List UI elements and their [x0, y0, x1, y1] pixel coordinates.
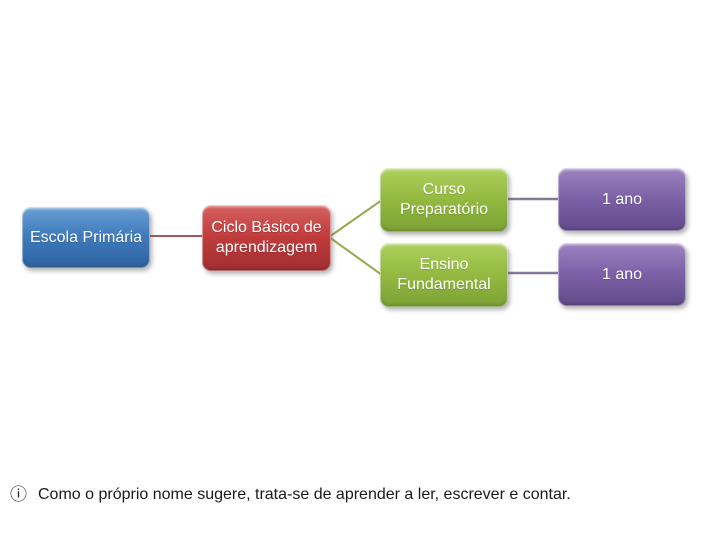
connector-ciclo-ensino: [328, 236, 383, 276]
node-curso-duracao: 1 ano: [558, 168, 686, 231]
note-text-block: ⓘ Como o próprio nome sugere, trata-se d…: [10, 483, 571, 507]
node-ensino-fundamental: Ensino Fundamental: [380, 243, 508, 307]
node-label: Escola Primária: [29, 228, 143, 246]
note-text: Como o próprio nome sugere, trata-se de …: [38, 486, 571, 503]
node-label: 1 ano: [601, 265, 643, 283]
node-escola-primaria: Escola Primária: [22, 207, 150, 268]
node-label: Curso Preparatório: [399, 181, 489, 218]
connector-ciclo-curso: [328, 199, 383, 238]
node-ensino-duracao: 1 ano: [558, 243, 686, 306]
node-label: Ciclo Básico de aprendizagem: [211, 219, 322, 256]
node-label: Ensino Fundamental: [397, 256, 491, 293]
node-curso-preparatorio: Curso Preparatório: [380, 168, 508, 232]
info-bullet-icon: ⓘ: [10, 485, 27, 504]
node-ciclo-basico: Ciclo Básico de aprendizagem: [202, 205, 331, 271]
node-label: 1 ano: [601, 190, 643, 208]
